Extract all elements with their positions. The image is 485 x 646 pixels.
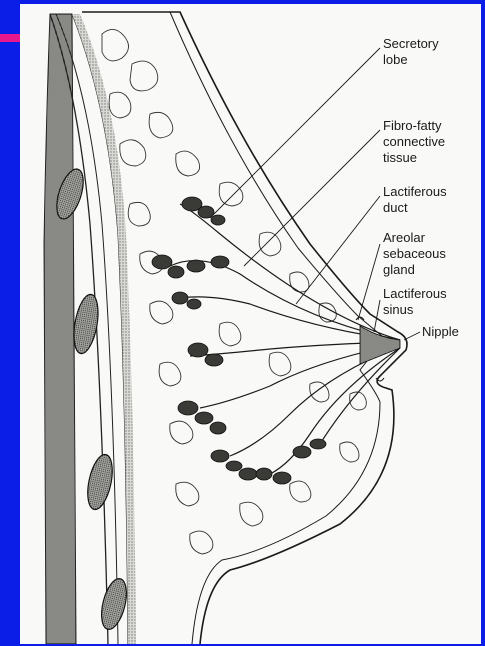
lactiferous-sinus [360,326,400,364]
breast-anatomy-diagram [20,4,481,644]
label-secretory-lobe: Secretory lobe [383,36,439,68]
label-lactiferous-duct: Lactiferous duct [383,184,447,216]
fat-lobules [102,29,366,554]
label-fibro-fatty-tissue: Fibro-fatty connective tissue [383,118,445,166]
label-nipple: Nipple [422,324,459,340]
diagram-panel: Secretory lobe Fibro-fatty connective ti… [20,4,481,644]
label-lactiferous-sinus: Lactiferous sinus [383,286,447,318]
chest-wall-muscle [44,14,76,644]
secretory-lobes [152,197,326,484]
label-areolar-sebaceous-gland: Areolar sebaceous gland [383,230,446,278]
